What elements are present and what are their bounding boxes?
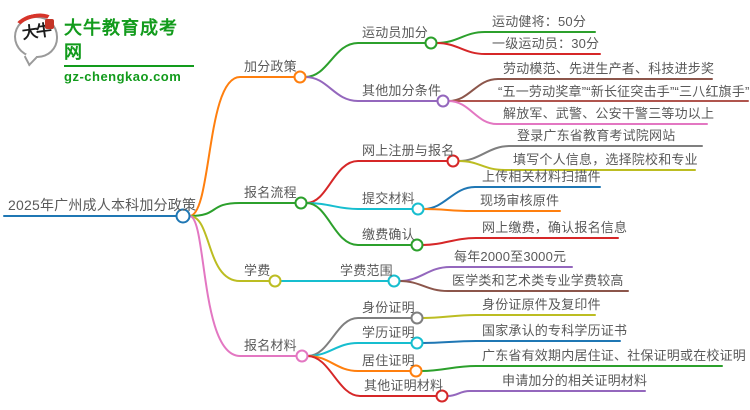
edge-registration-process [188,202,296,217]
node-label-military-police[interactable]: 解放军、武警、公安干警三等功以上 [503,106,715,121]
edge-medical-art-higher [398,280,629,292]
node-label-guangdong-residence[interactable]: 广东省有效期内居住证、社保证明或在校证明 [482,348,747,363]
edge-online-registration [305,160,448,204]
logo-speech-bubble-icon: 大牛 [11,9,59,67]
node-toggle-education-proof[interactable] [410,336,424,350]
node-label-bonus-proof-materials[interactable]: 申请加分的相关证明材料 [502,373,648,388]
node-label-tuition-range[interactable]: 学费范围 [340,263,393,278]
node-label-state-recognized-diploma[interactable]: 国家承认的专科学历证书 [482,323,628,338]
node-label-root[interactable]: 2025年广州成人本科加分政策 [8,197,197,213]
node-toggle-other-bonus[interactable] [436,94,450,108]
node-label-annual-range[interactable]: 每年2000至3000元 [454,249,567,264]
node-toggle-bonus-policy[interactable] [293,70,307,84]
node-toggle-online-registration[interactable] [446,154,460,168]
node-label-registration-process[interactable]: 报名流程 [244,185,297,200]
node-label-medical-art-higher[interactable]: 医学类和艺术类专业学费较高 [452,273,624,288]
node-label-payment-confirm[interactable]: 缴费确认 [362,227,415,242]
node-label-residence-proof[interactable]: 居住证明 [362,353,415,368]
node-label-education-proof[interactable]: 学历证明 [362,325,415,340]
node-label-identity-proof[interactable]: 身份证明 [362,300,415,315]
edge-military-police [447,100,708,125]
edge-identity-proof [306,317,412,357]
node-label-model-worker[interactable]: 劳动模范、先进生产者、科技进步奖 [503,61,715,76]
node-label-athlete-bonus[interactable]: 运动员加分 [362,25,429,40]
node-label-other-proof[interactable]: 其他证明材料 [364,378,444,393]
node-label-onsite-review[interactable]: 现场审核原件 [480,193,560,208]
logo-text-block: 大牛教育成考网 gz-chengkao.com [64,16,194,85]
node-label-submit-materials[interactable]: 提交材料 [362,191,415,206]
node-label-athlete-first-class[interactable]: 一级运动员：30分 [492,36,600,51]
edge-online-payment [421,237,619,246]
node-label-login-website[interactable]: 登录广东省教育考试院网站 [517,128,676,143]
node-toggle-payment-confirm[interactable] [410,238,424,252]
edge-tuition [188,215,270,282]
node-toggle-registration-materials[interactable] [295,349,309,363]
edge-guangdong-residence [420,365,723,372]
node-toggle-registration-process[interactable] [294,196,308,210]
edge-other-proof [306,355,437,397]
edge-submit-materials [305,202,413,210]
edge-bonus-policy [188,76,295,217]
edge-athlete-bonus [304,42,426,78]
node-label-bonus-policy[interactable]: 加分政策 [244,59,297,74]
node-toggle-submit-materials[interactable] [411,202,425,216]
node-toggle-tuition[interactable] [268,274,282,288]
edge-state-recognized-diploma [421,340,621,344]
logo-seal-icon [45,19,54,29]
node-toggle-identity-proof[interactable] [410,311,424,325]
logo-title: 大牛教育成考网 [64,18,178,62]
edge-other-bonus [304,76,438,102]
site-logo[interactable]: 大牛 大牛教育成考网 gz-chengkao.com [11,9,194,84]
edge-onsite-review [422,208,561,212]
node-toggle-athlete-bonus[interactable] [424,36,438,50]
node-label-upload-scans[interactable]: 上传相关材料扫描件 [482,169,601,184]
edge-fill-info [457,160,696,171]
edge-athlete-first-class [435,42,601,55]
node-toggle-residence-proof[interactable] [409,364,423,378]
node-label-id-card-copy[interactable]: 身份证原件及复印件 [482,297,601,312]
node-toggle-other-proof[interactable] [435,389,449,403]
node-toggle-tuition-range[interactable] [387,274,401,288]
node-label-tuition[interactable]: 学费 [244,263,271,278]
logo-url: gz-chengkao.com [64,65,194,85]
node-label-other-bonus[interactable]: 其他加分条件 [362,83,442,98]
node-label-fill-info[interactable]: 填写个人信息，选择院校和专业 [513,152,698,167]
node-label-may-first-medal[interactable]: “五一劳动奖章”“新长征突击手”“三八红旗手” [498,84,750,99]
node-label-online-payment[interactable]: 网上缴费，确认报名信息 [482,220,628,235]
edge-registration-materials [188,215,297,357]
node-label-online-registration[interactable]: 网上注册与报名 [362,143,455,158]
edge-payment-confirm [305,202,412,246]
node-toggle-root[interactable] [175,208,191,224]
node-label-athlete-master[interactable]: 运动健将：50分 [492,14,587,29]
node-label-registration-materials[interactable]: 报名材料 [244,338,297,353]
edge-id-card-copy [421,314,596,319]
edge-bonus-proof-materials [446,390,646,397]
